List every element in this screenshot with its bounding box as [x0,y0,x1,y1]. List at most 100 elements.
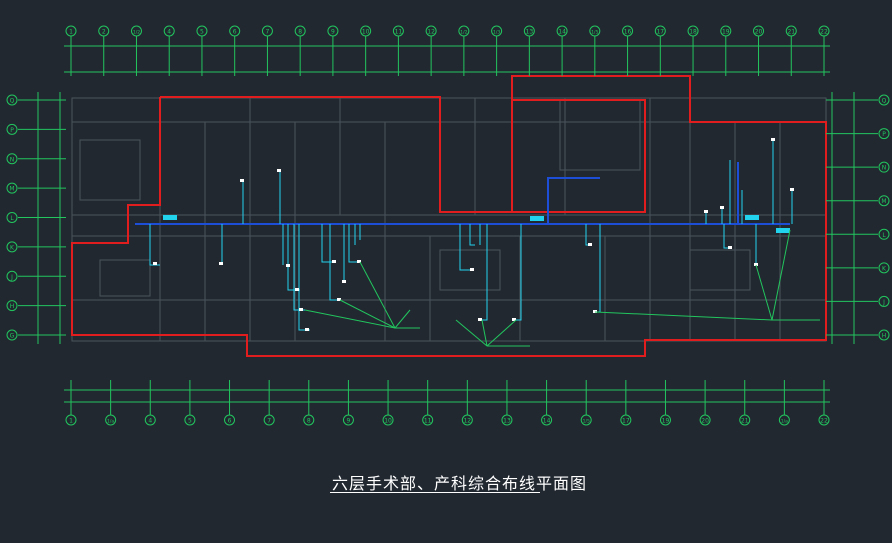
top-axis-bubble: 12 [425,25,437,37]
left-axis-bubble: M [6,182,18,194]
drawing-title: 六层手术部、产科综合布线平面图 [332,474,588,493]
svg-text:13: 13 [526,29,534,36]
svg-text:12: 12 [427,29,435,36]
svg-text:22: 22 [820,418,828,425]
svg-text:P: P [882,131,886,138]
bottom-axis-bubble: 10 [382,414,394,426]
svg-text:P: P [10,127,14,134]
svg-text:8: 8 [298,29,302,36]
trunk-labels [163,215,790,233]
top-axis-bubble: 7 [261,25,273,37]
top-axis-bubble: 9 [327,25,339,37]
top-axis-bubble: 1/2 [130,25,142,37]
right-axis-bubble: K [878,262,890,274]
svg-text:11: 11 [424,418,432,425]
bottom-axis-bubble: 7 [263,414,275,426]
svg-text:10: 10 [362,29,370,36]
svg-text:N: N [882,165,887,172]
svg-text:M: M [881,198,886,205]
bottom-dimension-line [64,389,830,403]
left-axis-bubble: N [6,153,18,165]
bottom-axis-bubble: 11 [422,414,434,426]
svg-text:10: 10 [384,418,392,425]
bottom-axis-bubble: 4 [144,414,156,426]
top-axis-bubble: 14 [556,25,568,37]
svg-text:Q: Q [882,98,887,105]
left-axis-bubble: Q [6,94,18,106]
bottom-axis-bubble: 22 [818,414,830,426]
top-axis-bubble: 1/3 [491,25,503,37]
area-boundary [71,75,827,357]
outlet-markers [153,138,794,331]
top-axis-bubble: 2 [98,25,110,37]
svg-text:7: 7 [266,29,270,36]
bottom-axis-bubble: 5 [184,414,196,426]
bottom-axis-bubble: 1/a [105,414,117,426]
svg-text:20: 20 [755,29,763,36]
bottom-axis-bubble: 21 [739,414,751,426]
bottom-axis-bubble: 6 [224,414,236,426]
svg-text:4: 4 [167,29,171,36]
svg-text:18: 18 [689,29,697,36]
svg-text:13: 13 [503,418,511,425]
right-axis-bubble: H [878,329,890,341]
svg-text:5: 5 [188,418,192,425]
top-axis-bubble: 13 [523,25,535,37]
svg-text:M: M [9,186,14,193]
top-axis-bubble: 19 [720,25,732,37]
svg-text:1/3: 1/3 [493,30,500,36]
left-axis-bubble: P [6,123,18,135]
floor-plan-walls [71,97,827,342]
svg-text:20: 20 [701,418,709,425]
top-axis-bubble: 1 [65,25,77,37]
left-axis-bubble: H [6,300,18,312]
right-axis-bubble: P [878,128,890,140]
top-axis-bubble: 16 [622,25,634,37]
svg-text:4: 4 [148,418,152,425]
bottom-axis-bubble: 1/5 [580,414,592,426]
left-axis-bubble: K [6,241,18,253]
svg-text:6: 6 [233,29,237,36]
right-axis-bubble: J [878,295,890,307]
right-axis-bubble: M [878,195,890,207]
svg-text:N: N [10,156,15,163]
svg-text:G: G [10,333,15,340]
bottom-axis-bubble: 19 [659,414,671,426]
cable-trunk [135,162,790,225]
bottom-axis-bubble: 1 [65,414,77,426]
bottom-axis-bubble: 17 [620,414,632,426]
bottom-axis-bubble: 14 [541,414,553,426]
right-axis-bubble: N [878,161,890,173]
top-axis-bubble: 18 [687,25,699,37]
svg-text:2: 2 [102,29,106,36]
svg-text:Q: Q [10,98,15,105]
svg-text:19: 19 [662,418,670,425]
svg-text:12: 12 [463,418,471,425]
svg-text:1/2: 1/2 [460,30,467,36]
cable-branches [149,140,793,331]
svg-text:1/5: 1/5 [583,419,590,425]
bottom-axis-bubble: 8 [303,414,315,426]
top-axis-bubble: 6 [229,25,241,37]
bottom-axis-bubble: 9 [342,414,354,426]
bottom-axis-bubble: 20 [699,414,711,426]
bottom-axis-bubble: 13 [501,414,513,426]
left-axis-bubble: L [6,212,18,223]
top-axis-bubble: 20 [753,25,765,37]
bottom-axis-bubble: 12 [461,414,473,426]
top-axis-bubble: 8 [294,25,306,37]
svg-text:9: 9 [331,29,335,36]
svg-text:7: 7 [267,418,271,425]
svg-text:H: H [882,333,887,340]
top-axis-bubble: 21 [785,25,797,37]
right-axis-bubble: Q [878,94,890,106]
top-axis-bubble: 4 [163,25,175,37]
svg-text:16: 16 [624,29,632,36]
svg-text:H: H [10,303,15,310]
top-axis-bubble: 1/5 [589,25,601,37]
top-axis-bubble: 11 [392,25,404,37]
